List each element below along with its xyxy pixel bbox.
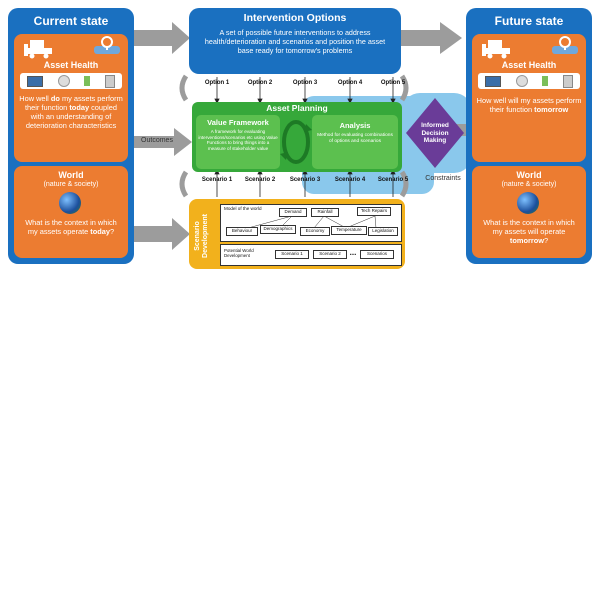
analysis-text: Method for evaluating combinations of op…: [317, 133, 393, 144]
arrow-options-to-future: [400, 22, 462, 54]
model-node: Temperature: [331, 226, 367, 235]
sensor-icon: [57, 75, 70, 87]
option-label: Option 2: [247, 80, 273, 86]
scenario-label: Scenario 1: [201, 177, 233, 183]
intervention-options-panel: Intervention Options A set of possible f…: [189, 8, 401, 74]
future-asset-icons: [478, 73, 580, 89]
future-asset-health-text: How well will my assets perform their fu…: [476, 96, 582, 114]
future-world-text: What is the context in which my assets w…: [483, 218, 575, 245]
current-world-card: World (nature & society) What is the con…: [14, 166, 128, 258]
current-asset-icons: [20, 73, 122, 89]
future-scenario-box: Scenario 1: [275, 250, 309, 259]
tablet-icon: [104, 74, 115, 88]
model-node: Tech Repairs: [357, 207, 391, 216]
model-node: Demographics: [260, 225, 296, 234]
battery-icon: [542, 76, 549, 86]
future-state-title: Future state: [494, 14, 564, 28]
battery-icon: [84, 76, 91, 86]
option-label: Option 3: [292, 80, 318, 86]
value-framework-box: Value Framework A framework for evaluati…: [196, 115, 280, 169]
current-asset-health-card: Asset Health How well do my assets perfo…: [14, 34, 128, 162]
current-world-title: World: [58, 170, 84, 180]
arrow-world-to-scenario: [134, 218, 190, 250]
cycle-icon: [280, 120, 312, 164]
future-asset-health-title: Asset Health: [501, 60, 557, 70]
globe-icon: [517, 192, 539, 214]
future-world-subtitle: (nature & society): [501, 181, 557, 188]
informed-decision-making-diamond: [406, 98, 464, 168]
value-framework-title: Value Framework: [207, 118, 269, 127]
curve-right-bottom: [399, 170, 409, 198]
current-state-title: Current state: [33, 14, 109, 28]
sensor-icon: [515, 75, 528, 87]
model-node: Demand: [279, 208, 307, 217]
future-asset-health-card: Asset Health How well will my assets per…: [472, 34, 586, 162]
future-world-card: World (nature & society) What is the con…: [472, 166, 586, 258]
analysis-title: Analysis: [339, 121, 371, 130]
scenario-label: Scenario 4: [334, 177, 366, 183]
ellipsis-label: ...: [349, 248, 357, 257]
tablet-icon: [562, 74, 573, 88]
scenario-arrows: [214, 169, 396, 197]
arrow-outcomes: [134, 128, 192, 156]
model-node: Behaviour: [226, 227, 258, 236]
scenario-label: Scenario 5: [377, 177, 409, 183]
option-label: Option 1: [204, 80, 230, 86]
curve-left-top: [179, 74, 189, 102]
model-node: Rainfall: [311, 208, 339, 217]
analysis-box: Analysis Method for evaluating combinati…: [312, 115, 398, 169]
current-asset-health-title: Asset Health: [43, 60, 99, 70]
laptop-icon: [485, 75, 502, 87]
option-label: Option 5: [380, 80, 406, 86]
curve-left-bottom: [179, 170, 189, 198]
bulldozer-icon: [24, 40, 52, 59]
asset-planning-title: Asset Planning: [266, 103, 328, 113]
bulldozer-icon: [482, 40, 510, 59]
current-state-panel: Current state Asset Health How well do m…: [8, 8, 134, 264]
globe-icon: [59, 192, 81, 214]
future-world-title: World: [516, 170, 542, 180]
value-framework-text: A framework for evaluating interventions…: [198, 129, 278, 151]
potential-world-development-label: Potential World Development: [224, 248, 254, 259]
option-label: Option 4: [337, 80, 363, 86]
outcomes-label: Outcomes: [141, 137, 173, 144]
future-scenario-box: Scenario 2: [313, 250, 347, 259]
pipe-valve-icon: [94, 36, 120, 54]
constraints-label: Constraints: [425, 175, 461, 182]
pipe-valve-icon: [552, 36, 578, 54]
arrow-current-to-options: [134, 22, 190, 54]
laptop-icon: [27, 75, 44, 87]
model-node: Legislation: [368, 227, 398, 236]
model-node: Economy: [300, 227, 330, 236]
current-world-subtitle: (nature & society): [43, 181, 99, 188]
scenario-development-label: Scenario Development: [194, 214, 209, 258]
curve-right-top: [399, 74, 409, 102]
informed-decision-making-label: Informed Decision Making: [421, 122, 449, 145]
future-scenario-box: Scenarios: [360, 250, 394, 259]
intervention-options-text: A set of possible future interventions t…: [204, 28, 386, 55]
intervention-options-title: Intervention Options: [243, 12, 347, 24]
future-state-panel: Future state Asset Health How well will …: [466, 8, 592, 264]
current-asset-health-text: How well do my assets perform their func…: [19, 94, 123, 130]
potential-world-development-box: Potential World Development: [220, 244, 402, 266]
option-arrows: [214, 77, 396, 104]
scenario-label: Scenario 3: [289, 177, 321, 183]
current-world-text: What is the context in which my assets o…: [25, 218, 117, 236]
model-of-world-label: Model of the world: [224, 206, 262, 211]
scenario-label: Scenario 2: [244, 177, 276, 183]
